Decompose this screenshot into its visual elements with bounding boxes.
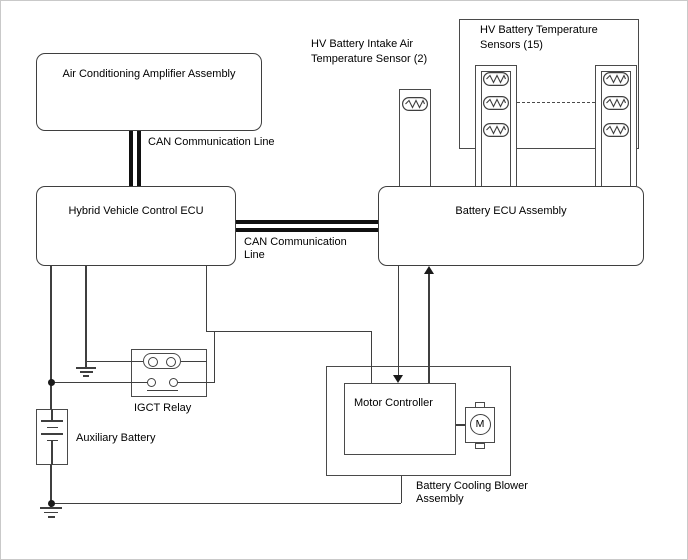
wire-mid-horizontal — [205, 330, 372, 332]
ground-icon — [47, 516, 55, 518]
relay-coil-stub — [181, 360, 207, 362]
wire-relay-contact-out — [178, 381, 215, 384]
battery-icon — [41, 433, 63, 435]
thermistor-icon — [483, 123, 509, 137]
ground-icon — [82, 375, 90, 377]
wire-signal-up — [428, 274, 430, 383]
motor-terminal-icon — [475, 442, 485, 449]
relay-contact-icon — [169, 378, 178, 387]
motor-letter: M — [475, 418, 485, 430]
ac-amplifier-label: Air Conditioning Amplifier Assembly — [62, 68, 236, 80]
battery-icon — [41, 420, 63, 422]
intake-sensor-label-line1: HV Battery Intake Air — [311, 38, 414, 50]
motor-m-icon: M — [469, 414, 491, 435]
relay-coil-loop-icon — [148, 356, 158, 367]
thermistor-icon — [603, 72, 629, 86]
wire-ecu-down — [205, 266, 207, 332]
sensor-continuation-dashed-line — [517, 102, 595, 103]
thermistor-icon — [603, 96, 629, 110]
relay-contact-blade — [147, 389, 178, 391]
battery-icon — [51, 409, 53, 420]
blower-label-line1: Battery Cooling Blower — [416, 480, 528, 492]
hybrid-ecu-label: Hybrid Vehicle Control ECU — [68, 205, 204, 217]
relay-coil-loop-icon — [166, 356, 176, 367]
intake-sensor-label-line2: Temperature Sensor (2) — [311, 53, 428, 65]
thermistor-icon — [483, 96, 509, 110]
aux-battery-label: Auxiliary Battery — [76, 432, 156, 444]
can-horizontal-label-line1: CAN Communication — [244, 236, 347, 248]
ground-icon — [40, 507, 62, 509]
wire-signal-down — [397, 266, 399, 376]
can-vertical-label: CAN Communication Line — [148, 136, 275, 148]
battery-icon — [51, 441, 53, 465]
thermistor-icon — [402, 97, 428, 111]
wire-bottom-run — [51, 502, 401, 504]
wire-ground-to-coil — [86, 360, 143, 362]
relay-contact-icon — [147, 378, 156, 387]
motor-controller-label: Motor Controller — [354, 397, 433, 409]
can-bus-horizontal — [236, 220, 378, 232]
wire-ecu-to-battery — [50, 266, 52, 409]
wire-blower-to-bottom-run — [400, 476, 402, 503]
ground-icon — [76, 367, 96, 369]
ground-icon — [44, 511, 58, 513]
battery-icon — [46, 439, 58, 441]
box-ac-amplifier: Air Conditioning Amplifier Assembly — [36, 53, 262, 131]
box-hybrid-vehicle-control-ecu: Hybrid Vehicle Control ECU — [36, 186, 236, 266]
can-bus-vertical — [129, 131, 141, 186]
wire-battery-to-ground — [50, 465, 52, 507]
relay-coil-icon — [143, 353, 181, 369]
box-motor-controller: Motor Controller — [344, 383, 456, 455]
junction-dot — [47, 378, 55, 386]
arrow-down-icon — [393, 375, 403, 383]
ground-icon — [79, 371, 93, 373]
battery-ecu-label: Battery ECU Assembly — [455, 205, 567, 217]
junction-dot — [47, 499, 55, 507]
arrow-up-icon — [424, 266, 434, 274]
blower-label-line2: Assembly — [416, 493, 464, 505]
igct-relay-label: IGCT Relay — [134, 402, 192, 414]
temp-sensors-label-line1: HV Battery Temperature — [480, 24, 598, 36]
wire-battery-to-relay-contact — [51, 381, 147, 384]
ground-icon — [85, 361, 87, 367]
wire-to-motor-controller — [370, 331, 372, 383]
thermistor-icon — [483, 72, 509, 86]
battery-icon — [46, 426, 58, 428]
box-battery-ecu: Battery ECU Assembly — [378, 186, 644, 266]
wire-relay-out-riser — [213, 331, 216, 383]
wire-ecu-to-relay-coil — [85, 266, 87, 361]
thermistor-icon — [603, 123, 629, 137]
can-horizontal-label-line2: Line — [244, 249, 265, 261]
wire-controller-to-motor — [456, 424, 466, 426]
temp-sensors-label-line2: Sensors (15) — [480, 39, 543, 51]
motor-terminal-icon — [475, 401, 485, 408]
